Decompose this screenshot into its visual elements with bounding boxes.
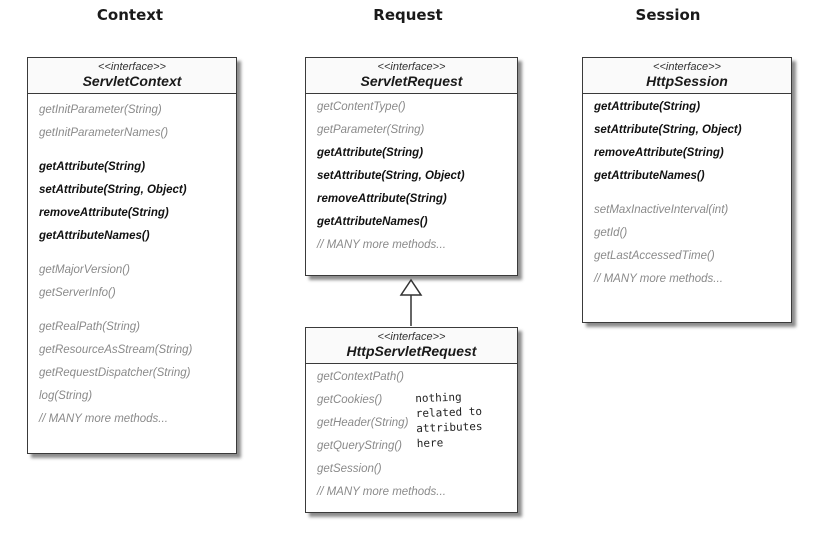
session-heading: Session	[635, 6, 701, 24]
attribute-method: removeAttribute(String)	[317, 193, 447, 205]
http-session-header: <<interface>> HttpSession	[583, 58, 791, 94]
method: setMaxInactiveInterval(int)	[594, 204, 729, 216]
stereotype-label: <<interface>>	[377, 331, 446, 343]
method: getHeader(String)	[317, 417, 409, 429]
http-servlet-request-box: <<interface>> HttpServletRequest getCont…	[305, 327, 518, 513]
method-list: getInitParameter(String) getInitParamete…	[28, 94, 236, 431]
class-name: HttpSession	[646, 73, 728, 89]
handwritten-note: nothing related to attributes here	[415, 389, 483, 451]
method: getResourceAsStream(String)	[39, 344, 193, 356]
method-list: getAttribute(String) setAttribute(String…	[583, 94, 791, 291]
method-list: getContextPath() getCookies() getHeader(…	[306, 364, 517, 504]
method: getContentType()	[317, 101, 406, 113]
attribute-method: removeAttribute(String)	[594, 147, 724, 159]
method: getServerInfo()	[39, 287, 116, 299]
method: getRequestDispatcher(String)	[39, 367, 191, 379]
http-session-box: <<interface>> HttpSession getAttribute(S…	[582, 57, 792, 323]
stereotype-label: <<interface>>	[653, 61, 721, 73]
servlet-context-box: <<interface>> ServletContext getInitPara…	[27, 57, 237, 454]
attribute-method: getAttribute(String)	[39, 161, 146, 173]
attribute-method: getAttribute(String)	[594, 101, 701, 113]
method: getId()	[594, 227, 628, 239]
attribute-method: removeAttribute(String)	[39, 207, 169, 219]
more-methods-comment: // MANY more methods...	[594, 273, 723, 285]
note-line: here	[416, 436, 444, 451]
method: getQueryString()	[317, 440, 403, 452]
stereotype-label: <<interface>>	[377, 61, 446, 73]
attribute-method: getAttributeNames()	[39, 230, 150, 242]
method: getLastAccessedTime()	[594, 250, 715, 262]
method: getParameter(String)	[317, 124, 425, 136]
stereotype-label: <<interface>>	[98, 61, 166, 73]
class-name: ServletRequest	[360, 73, 463, 89]
method: getRealPath(String)	[39, 321, 140, 333]
method: getMajorVersion()	[39, 264, 130, 276]
more-methods-comment: // MANY more methods...	[39, 413, 168, 425]
more-methods-comment: // MANY more methods...	[317, 239, 446, 251]
attribute-method: getAttributeNames()	[594, 170, 705, 182]
attribute-method: getAttributeNames()	[317, 216, 428, 228]
method: getInitParameterNames()	[39, 127, 169, 139]
context-heading: Context	[96, 6, 164, 24]
method: getSession()	[317, 463, 382, 475]
servlet-context-header: <<interface>> ServletContext	[28, 58, 236, 94]
servlet-request-box: <<interface>> ServletRequest getContentT…	[305, 57, 518, 276]
method: getInitParameter(String)	[39, 104, 162, 116]
note-line: attributes	[416, 419, 483, 436]
http-servlet-request-header: <<interface>> HttpServletRequest	[306, 328, 517, 364]
attribute-method: setAttribute(String, Object)	[594, 124, 742, 136]
attribute-method: setAttribute(String, Object)	[317, 170, 465, 182]
more-methods-comment: // MANY more methods...	[317, 486, 446, 498]
attribute-method: setAttribute(String, Object)	[39, 184, 187, 196]
method-list: getContentType() getParameter(String) ge…	[306, 94, 517, 257]
attribute-method: getAttribute(String)	[317, 147, 424, 159]
class-name: HttpServletRequest	[346, 343, 477, 359]
method: getCookies()	[317, 394, 383, 406]
request-heading: Request	[373, 6, 443, 24]
method: getContextPath()	[317, 371, 404, 383]
class-name: ServletContext	[82, 73, 182, 89]
servlet-request-header: <<interface>> ServletRequest	[306, 58, 517, 94]
method: log(String)	[39, 390, 93, 402]
